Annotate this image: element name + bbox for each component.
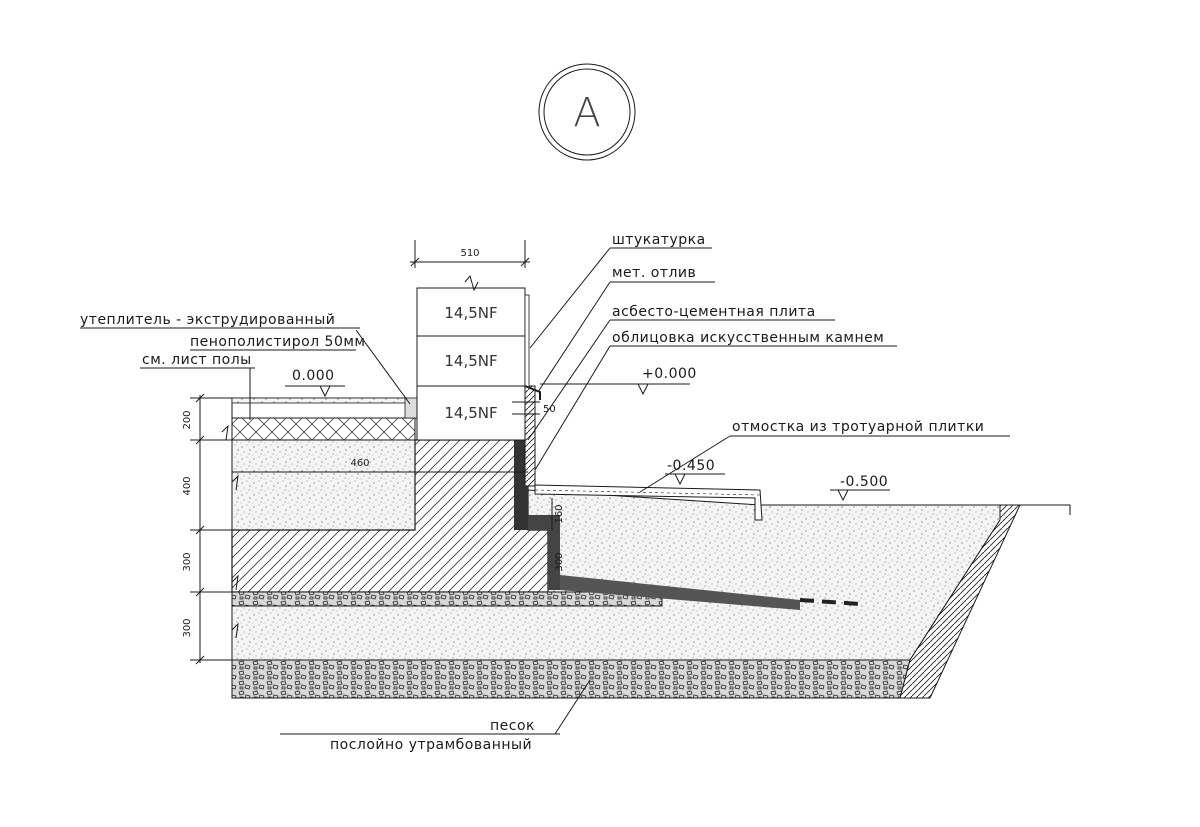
dim-side-verticals: 160 300 [551,498,565,572]
callout-asbestos-text: асбесто-цементная плита [612,304,816,320]
dim-side-vertical-1: 160 [554,504,565,523]
dim-left-2: 400 [182,476,193,495]
elevation-floor: 0.000 [285,368,345,398]
callout-blind-area-text: отмостка из тротуарной плитки [732,419,984,435]
dim-wall-width-text: 510 [460,248,479,259]
elevation-ground: -0.500 [830,474,890,502]
elevation-ground-text: -0.500 [840,474,888,490]
callout-blind-area: отмостка из тротуарной плитки [639,419,1010,493]
elevation-blind-area-text: -0.450 [667,458,715,474]
callout-cladding: облицовка искусственным камнем [534,330,897,471]
elevation-floor-text: 0.000 [292,368,335,384]
dim-left-4: 300 [182,618,193,637]
dim-side-vertical-2: 300 [554,552,565,571]
dim-left-1: 200 [182,410,193,429]
dim-wall-width: 510 [410,240,530,268]
callout-insulation-text-2: пенополистирол 50мм [190,334,366,350]
callout-asbestos: асбесто-цементная плита [527,304,835,441]
callout-sand-text-2: послойно утрамбованный [330,737,532,753]
floor-buildup [231,397,418,441]
dim-footing-text: 460 [350,458,369,469]
section-mark-letter: A [573,90,600,136]
section-mark: A [538,63,636,161]
callout-plaster-text: штукатурка [612,232,706,248]
dim-left-stack: 200 400 300 300 [182,393,239,665]
brick-wall: 14,5NF 14,5NF 14,5NF [416,274,763,521]
callout-floors-ref: см. лист полы [140,352,255,420]
brick-label-1: 14,5NF [444,304,497,322]
brick-label-3: 14,5NF [444,404,497,422]
callout-cladding-text: облицовка искусственным камнем [612,330,884,346]
brick-label-2: 14,5NF [444,352,497,370]
callout-sand: песок послойно утрамбованный [280,679,591,753]
callout-insulation-text-1: утеплитель - экструдированный [80,312,335,328]
dim-left-3: 300 [182,552,193,571]
callout-insulation: утеплитель - экструдированный пенополист… [80,312,411,405]
callout-drip: мет. отлив [537,265,715,393]
callout-plaster: штукатурка [529,232,712,349]
elevation-plinth-text: +0.000 [642,366,697,382]
elevation-blind-area: -0.450 [665,458,725,486]
callout-drip-text: мет. отлив [612,265,696,281]
callout-sand-text-1: песок [490,718,535,734]
elevation-plinth: +0.000 [540,366,697,396]
dim-footing: 460 [232,458,528,473]
callout-floors-ref-text: см. лист полы [142,352,252,368]
